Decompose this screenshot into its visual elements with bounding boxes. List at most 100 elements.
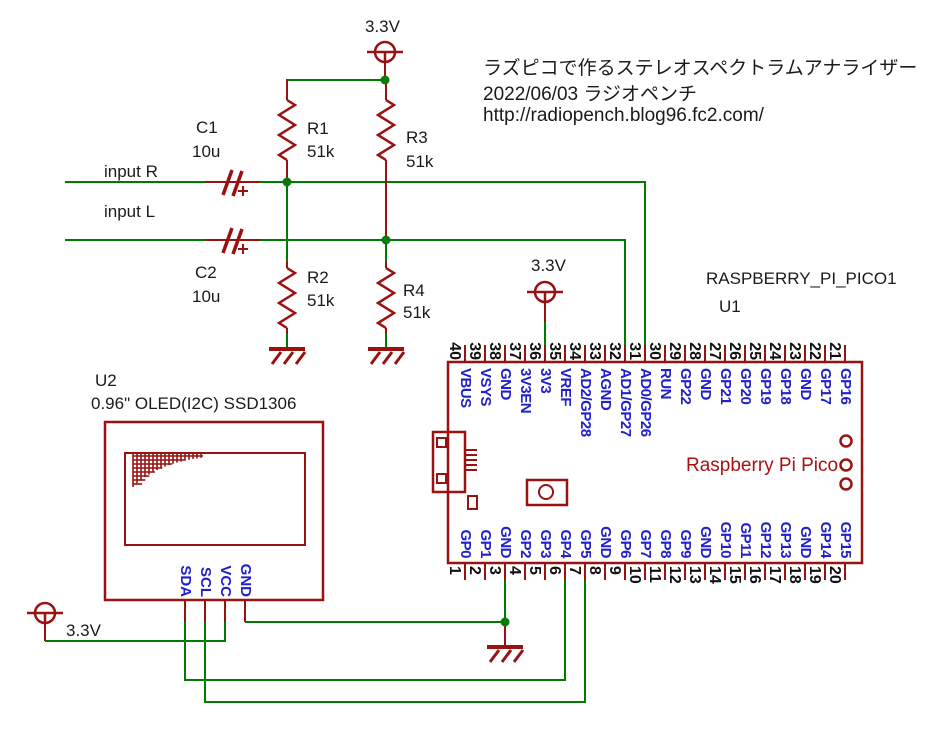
pin-name-16: GP12 [757,521,774,558]
u1-part-name: RASPBERRY_PI_PICO1 [706,269,897,288]
junction-dots [282,75,510,627]
c1-ref: C1 [196,118,218,137]
c2-ref: C2 [195,263,217,282]
pico-body [446,360,864,565]
resistor-r4 [375,266,397,330]
power-label-mid: 3.3V [531,256,566,275]
r2-ref: R2 [307,268,329,287]
debug-pads-icon [839,434,853,491]
pin-number-38: 38 [486,342,503,360]
r3-ref: R3 [406,128,428,147]
pin-name-10: GP7 [637,529,654,558]
oled-pin-gnd: GND [237,563,254,597]
pin-number-30: 30 [646,342,663,360]
title-line-1: ラズピコで作るステレオスペクトラムアナライザー [483,58,918,79]
pin-name-2: GP1 [477,529,494,558]
pin-number-6: 6 [546,566,563,575]
oled-pin-vcc: VCC [217,565,234,597]
pin-number-9: 9 [606,566,623,575]
power-label-bottom: 3.3V [66,621,101,640]
pin-name-13: GND [697,526,714,558]
pin-number-8: 8 [586,566,603,575]
pin-name-6: GP4 [557,529,574,558]
r1-ref: R1 [307,119,329,138]
pin-number-4: 4 [506,566,523,575]
pin-name-11: GP8 [657,529,674,558]
pin-number-15: 15 [726,566,743,584]
c2-plus-sign [238,244,248,254]
pin-number-12: 12 [666,566,683,584]
pin-name-9: GP6 [617,529,634,558]
pin-number-14: 14 [706,566,723,584]
pin-number-24: 24 [766,342,783,360]
power-symbol-top [367,40,403,64]
oled-module-body [103,420,325,602]
c2-value: 10u [192,287,221,306]
input-r-label: input R [104,162,158,181]
capacitor-c2 [221,227,248,255]
oled-pin-sda: SDA [177,565,194,597]
pin-number-36: 36 [526,342,543,360]
wires [45,79,646,703]
pin-number-5: 5 [526,566,543,575]
input-l-label: input L [104,202,156,221]
pin-number-19: 19 [806,566,823,584]
pin-number-26: 26 [726,342,743,360]
pin-number-39: 39 [466,342,483,360]
power-symbol-mid [527,280,563,304]
pin-number-40: 40 [446,342,463,360]
resistor-r3 [375,98,397,162]
power-symbol-bottom [27,601,63,625]
ground-symbol-r2 [269,347,307,365]
pin-number-20: 20 [826,566,843,584]
pin-number-31: 31 [626,342,643,360]
title-line-3: http://radiopench.blog96.fc2.com/ [483,105,764,126]
pico-pin-stubs [464,345,846,580]
pin-number-23: 23 [786,342,803,360]
resistor-r2 [276,266,298,330]
pin-number-34: 34 [566,342,583,360]
oled-screen-spectrum-pattern [132,453,203,487]
pin-name-3: GND [497,526,514,558]
pin-name-18: GND [797,526,814,558]
bootsel-button-icon [525,478,569,507]
ground-symbol-pico [487,645,525,663]
pin-number-22: 22 [806,342,823,360]
pin-name-8: GND [597,526,614,558]
c1-value: 10u [192,142,221,161]
oled-pin-scl: SCL [197,567,214,597]
resistor-r1 [276,98,298,162]
pin-number-7: 7 [566,566,583,575]
pin-number-1: 1 [446,566,463,575]
r4-value: 51k [403,303,431,322]
pin-number-25: 25 [746,342,763,360]
pin-name-14: GP10 [717,521,734,558]
pin-number-13: 13 [686,566,703,584]
pin-number-32: 32 [606,342,623,360]
pin-number-18: 18 [786,566,803,584]
c1-plus-sign [238,186,248,196]
r1-value: 51k [307,142,335,161]
r4-ref: R4 [403,281,425,300]
pin-number-10: 10 [626,566,643,584]
u2-part-name: 0.96" OLED(I2C) SSD1306 [91,394,297,413]
pin-number-16: 16 [746,566,763,584]
pin-number-21: 21 [826,342,843,360]
pin-name-19: GP14 [817,521,834,558]
u1-refdes: U1 [719,297,741,316]
pin-name-20: GP15 [837,521,854,558]
usb-connector-icon [431,430,478,510]
pin-number-29: 29 [666,342,683,360]
pin-name-7: GP5 [577,529,594,558]
r3-value: 51k [406,152,434,171]
r2-value: 51k [307,291,335,310]
pin-name-12: GP9 [677,529,694,558]
pin-name-17: GP13 [777,521,794,558]
capacitor-c1 [221,169,248,197]
usb-pins-icon [465,449,477,471]
ground-symbol-r4 [368,347,406,365]
pin-number-28: 28 [686,342,703,360]
power-label-top: 3.3V [365,17,400,36]
